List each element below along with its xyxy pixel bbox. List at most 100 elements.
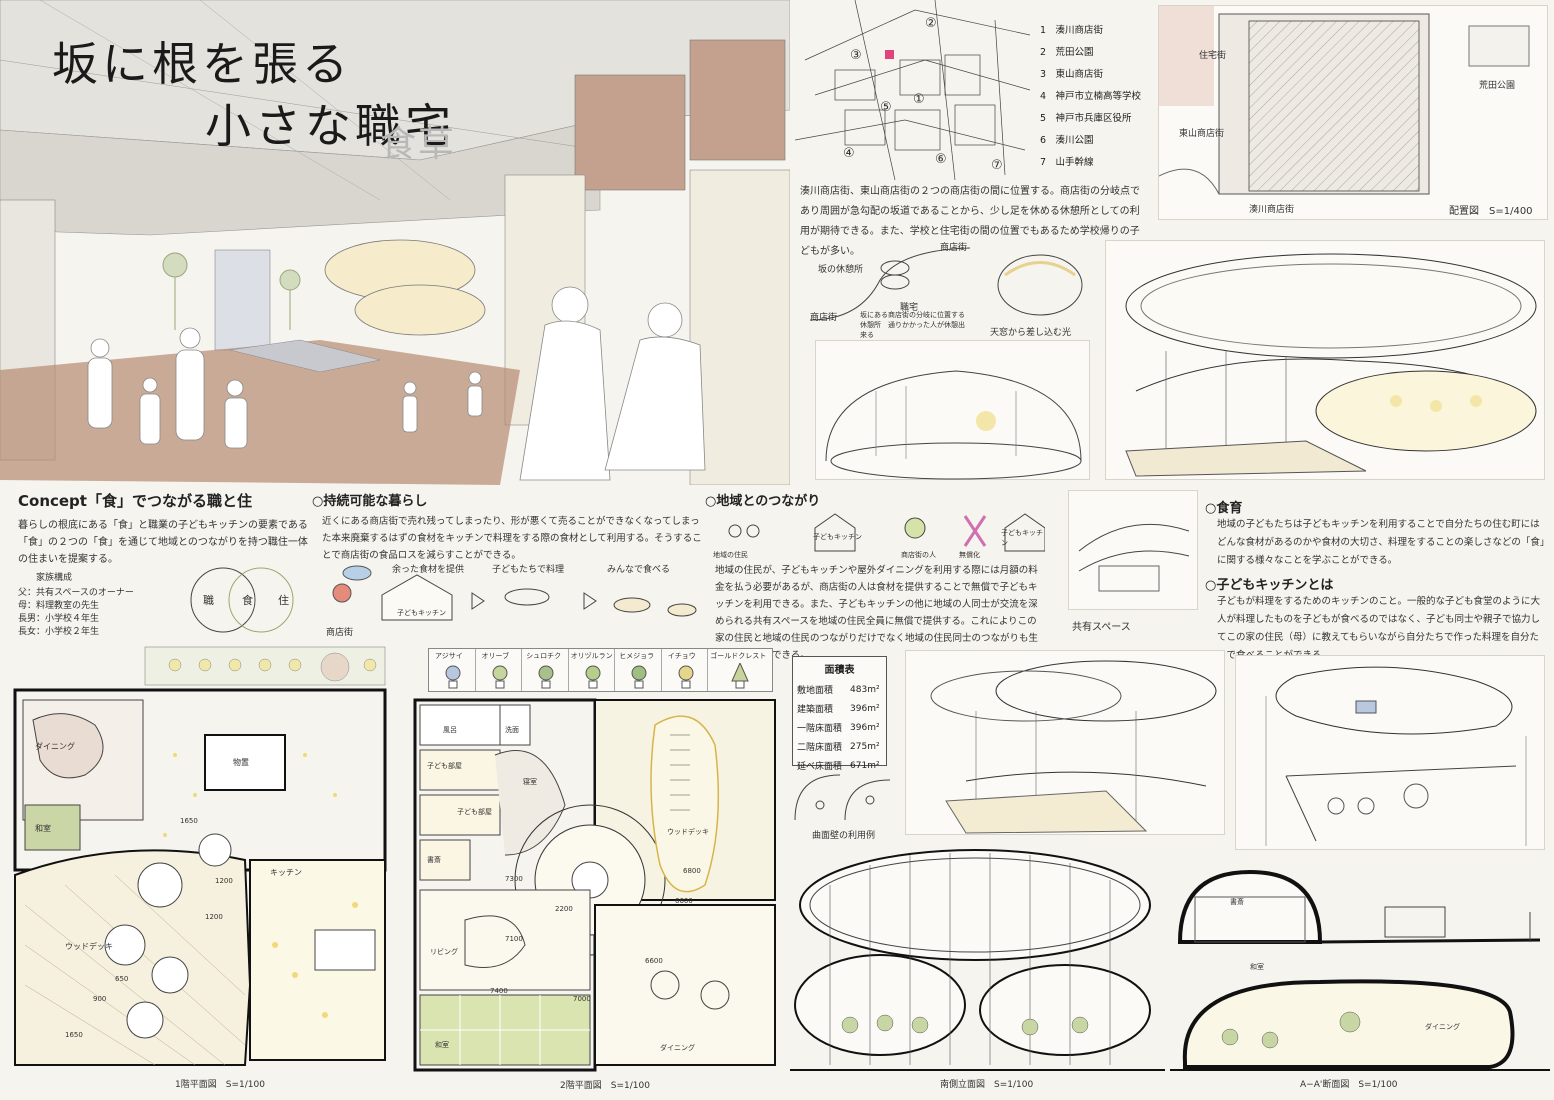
flow-label: みんなで食べる <box>607 565 671 575</box>
perspective-sketch <box>0 0 791 486</box>
area-table-title: 面積表 <box>824 665 855 676</box>
venn-label: 食 <box>242 594 253 607</box>
f1-dim: 1650 <box>65 1031 83 1039</box>
floor2-plan: 風呂 洗面 子ども部屋 子ども部屋 寝室 書斎 リビング 和室 ダイニング ウッ… <box>405 695 785 1091</box>
plant-cell: アジサイ <box>429 649 476 691</box>
venn-label: 住 <box>278 594 289 607</box>
placement-sketch <box>1158 6 1530 195</box>
plant-cell: ヒメジョラ <box>615 649 662 691</box>
f2-room: リビング <box>430 948 458 956</box>
f1-dim: 900 <box>93 995 107 1003</box>
flow-label: 子どもたちで料理 <box>492 565 565 575</box>
shared-space-sketch <box>1068 490 1198 610</box>
community-label: 商店街の人 <box>901 551 936 559</box>
f1-room: ダイニング <box>35 742 75 751</box>
concept-heading: Concept「食」でつながる職と住 <box>18 492 252 510</box>
plant-cell: オリーブ <box>476 649 523 691</box>
f1-room: ウッドデッキ <box>65 942 113 951</box>
floor2-caption: 2階平面図 S=1/100 <box>560 1081 650 1091</box>
plant-cell: ゴールドクレスト <box>708 649 772 691</box>
community-icons <box>728 513 1045 552</box>
site-legend-item: 5 神戸市兵庫区役所 <box>1040 113 1132 124</box>
site-num-5: ⑤ <box>880 100 892 115</box>
slope-note: 坂にある商店街の分岐に位置する休憩所 通りかかった人が休憩出来る <box>860 311 965 339</box>
f2-room: 風呂 <box>443 726 457 734</box>
interior-sketch-1 <box>815 340 1090 480</box>
f2-dim: 7000 <box>573 995 591 1003</box>
site-num-4: ④ <box>843 146 855 161</box>
placement-caption: 配置図 S=1/400 <box>1449 206 1533 217</box>
title-overlay: 食草 <box>380 124 457 165</box>
interior-sketch-4 <box>1235 655 1545 850</box>
section-room: 書斎 <box>1230 898 1244 906</box>
placement-label: 湊川商店街 <box>1249 205 1295 215</box>
site-legend: 1 湊川商店街 2 荒田公園 3 東山商店街 4 神戸市立楠高等学校 5 神戸市… <box>1040 20 1160 174</box>
f2-dim: 7100 <box>505 935 523 943</box>
skylight-diagram: 天窓から差し込む光 <box>990 245 1090 345</box>
main-perspective: 坂に根を張る 小さな職宅 食草 <box>0 0 791 486</box>
plant-strip: アジサイ オリーブ シュロチク オリヅルラン ヒメジョラ イチョウ ゴールドクレ… <box>428 648 773 692</box>
section-room: ダイニング <box>1425 1023 1460 1031</box>
f2-room: 子ども部屋 <box>457 808 492 816</box>
f2-dim: 7300 <box>505 875 523 883</box>
community-section: ○地域とのつながり 地域の住民 子どもキッチン 商店街の人 無償化 子どもキッチ… <box>705 490 1045 661</box>
plant-cell: シュロチク <box>522 649 569 691</box>
wall-use-sketch: 曲面壁の利用例 <box>790 770 900 841</box>
f1-room: キッチン <box>270 868 302 877</box>
f1-dim: 1200 <box>215 877 233 885</box>
site-legend-item: 6 湊川公園 <box>1040 135 1094 146</box>
f2-dim: 7400 <box>490 987 508 995</box>
placement-label: 東山商店街 <box>1179 129 1225 139</box>
placement-plan: 住宅街 荒田公園 東山商店街 湊川商店街 配置図 S=1/400 <box>1158 5 1548 220</box>
community-heading: ○地域とのつながり <box>705 494 821 509</box>
f2-dim: 6600 <box>645 957 663 965</box>
section-caption: A−A'断面図 S=1/100 <box>1300 1080 1398 1090</box>
plant-cell: イチョウ <box>662 649 709 691</box>
site-legend-item: 1 湊川商店街 <box>1040 25 1104 36</box>
slope-label: 商店街 <box>940 243 968 253</box>
f2-room: 子ども部屋 <box>427 762 462 770</box>
floor1-plan: ダイニング 和室 物置 キッチン ウッドデッキ 1650 1200 1200 1… <box>5 645 400 1090</box>
f1-dim: 650 <box>115 975 129 983</box>
skylight-sketch <box>997 254 1083 316</box>
site-legend-item: 4 神戸市立楠高等学校 <box>1040 91 1142 102</box>
site-legend-item: 2 荒田公園 <box>1040 47 1094 58</box>
site-legend-item: 7 山手幹線 <box>1040 157 1094 168</box>
floor2-drawing <box>413 698 776 1072</box>
f2-dim: 6800 <box>683 867 701 875</box>
floor1-caption: 1階平面図 S=1/100 <box>175 1080 265 1090</box>
floor1-drawing <box>13 646 387 1066</box>
community-label: 無償化 <box>959 551 980 559</box>
family-title: 家族構成 <box>36 573 73 583</box>
family-member: 長女：小学校２年生 <box>18 627 100 637</box>
f2-room: ウッドデッキ <box>667 828 709 836</box>
f1-dim: 1650 <box>180 817 198 825</box>
community-label: 地域の住民 <box>713 551 748 559</box>
site-legend-item: 3 東山商店街 <box>1040 69 1104 80</box>
skylight-label: 天窓から差し込む光 <box>990 328 1072 338</box>
community-label: 子どもキッチン <box>1001 529 1043 547</box>
f2-dim: 6600 <box>675 897 693 905</box>
venn-diagram <box>190 567 294 633</box>
f1-dim: 1200 <box>205 913 223 921</box>
slope-diagram: 坂の休憩所 商店街 職宅 商店街 坂にある商店街の分岐に位置する休憩所 通りかか… <box>800 240 980 340</box>
wall-use-label: 曲面壁の利用例 <box>812 831 876 841</box>
slope-label: 坂の休憩所 <box>818 265 864 275</box>
site-description: 湊川商店街、東山商店街の２つの商店街の間に位置する。商店街の分岐点であり周囲が急… <box>800 186 1140 257</box>
f2-room: 和室 <box>435 1041 449 1049</box>
community-label: 子どもキッチン <box>813 533 862 541</box>
title-line2: 小さな職宅 <box>205 99 455 153</box>
south-elevation: 南側立面図 S=1/100 <box>790 845 1165 1090</box>
f2-dim: 2200 <box>555 905 573 913</box>
section-sketch <box>1170 869 1550 1071</box>
elevation-caption: 南側立面図 S=1/100 <box>940 1080 1034 1090</box>
placement-label: 荒田公園 <box>1479 81 1516 91</box>
food-edu-text: 地域の子どもたちは子どもキッチンを利用することで自分たちの住む町にはどんな食材が… <box>1217 519 1545 566</box>
site-num-1: ① <box>913 92 925 107</box>
